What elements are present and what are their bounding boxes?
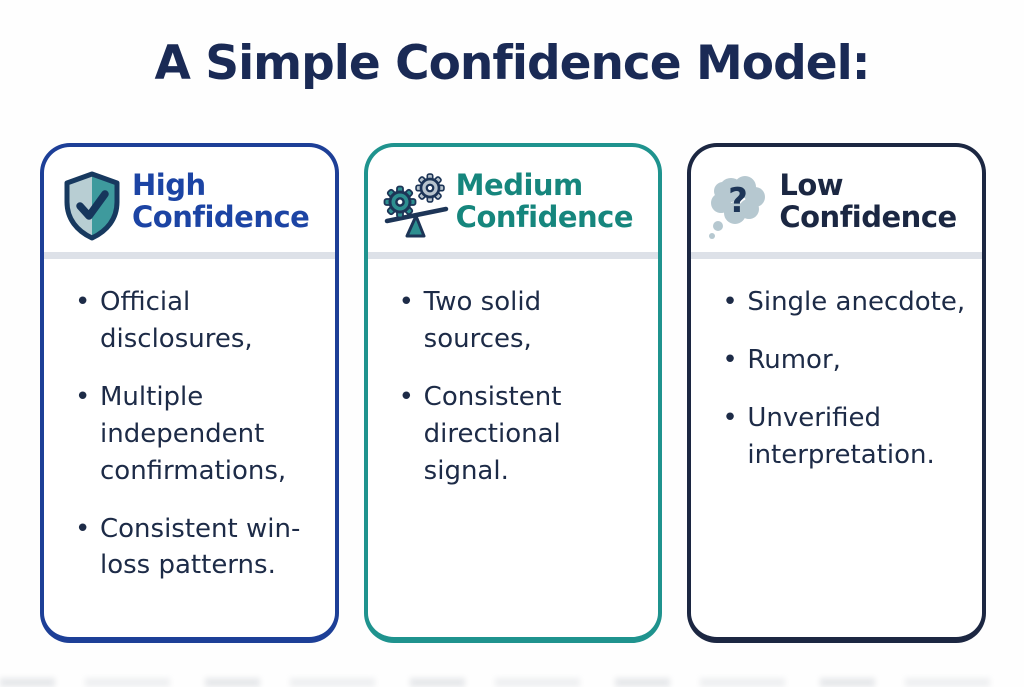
bullet-item: Two solid sources, [399,284,645,358]
card-medium-body: Two solid sources, Consistent directiona… [368,259,659,511]
card-low-header: ? Low Confidence [691,147,982,252]
bullet-item: Single anecdote, [722,284,968,321]
card-high-confidence: High Confidence Official disclosures, Mu… [40,143,339,643]
card-medium-confidence: Medium Confidence Two solid sources, Con… [363,143,663,643]
card-high-heading-line2: Confidence [132,200,310,235]
card-high-body: Official disclosures, Multiple independe… [44,259,335,605]
bullet-item: Rumor, [722,342,968,379]
card-low-heading-line2: Confidence [779,200,957,235]
card-medium-heading-line1: Medium [455,168,584,202]
card-high-header: High Confidence [44,147,335,252]
balance-gears-icon [383,173,448,238]
card-medium-divider [367,252,659,259]
card-low-divider [691,252,983,259]
card-high-heading: High Confidence [132,168,310,235]
card-high-heading-line1: High [132,168,206,202]
page-title: A Simple Confidence Model: [154,36,870,91]
card-medium-header: Medium Confidence [368,147,659,252]
card-medium-bullet-list: Two solid sources, Consistent directiona… [399,284,645,490]
card-low-heading: Low Confidence [779,168,957,235]
card-low-bullet-list: Single anecdote, Rumor, Unverified inter… [722,284,968,474]
card-high-divider [44,252,335,259]
bullet-item: Unverified interpretation. [722,400,968,474]
svg-text:?: ? [728,181,748,221]
gear-left [383,185,417,219]
gear-right [414,173,445,203]
thought-cloud-question-icon: ? [709,176,766,239]
bullet-item: Consistent directional signal. [399,379,645,490]
shield-check-icon [64,171,120,241]
card-low-body: Single anecdote, Rumor, Unverified inter… [691,259,982,495]
card-medium-heading-line2: Confidence [455,200,634,235]
card-low-confidence: ? Low Confidence Single anecdote, Rumor,… [687,143,987,643]
bottom-edge-blur-artifact [0,678,1024,687]
bullet-item: Consistent win-loss patterns. [75,511,321,585]
confidence-cards-row: High Confidence Official disclosures, Mu… [40,143,987,643]
card-medium-heading: Medium Confidence [455,168,634,235]
bullet-item: Multiple independent confirmations, [75,379,321,490]
bullet-item: Official disclosures, [75,284,321,358]
card-low-heading-line1: Low [779,168,844,202]
card-high-bullet-list: Official disclosures, Multiple independe… [75,284,321,584]
